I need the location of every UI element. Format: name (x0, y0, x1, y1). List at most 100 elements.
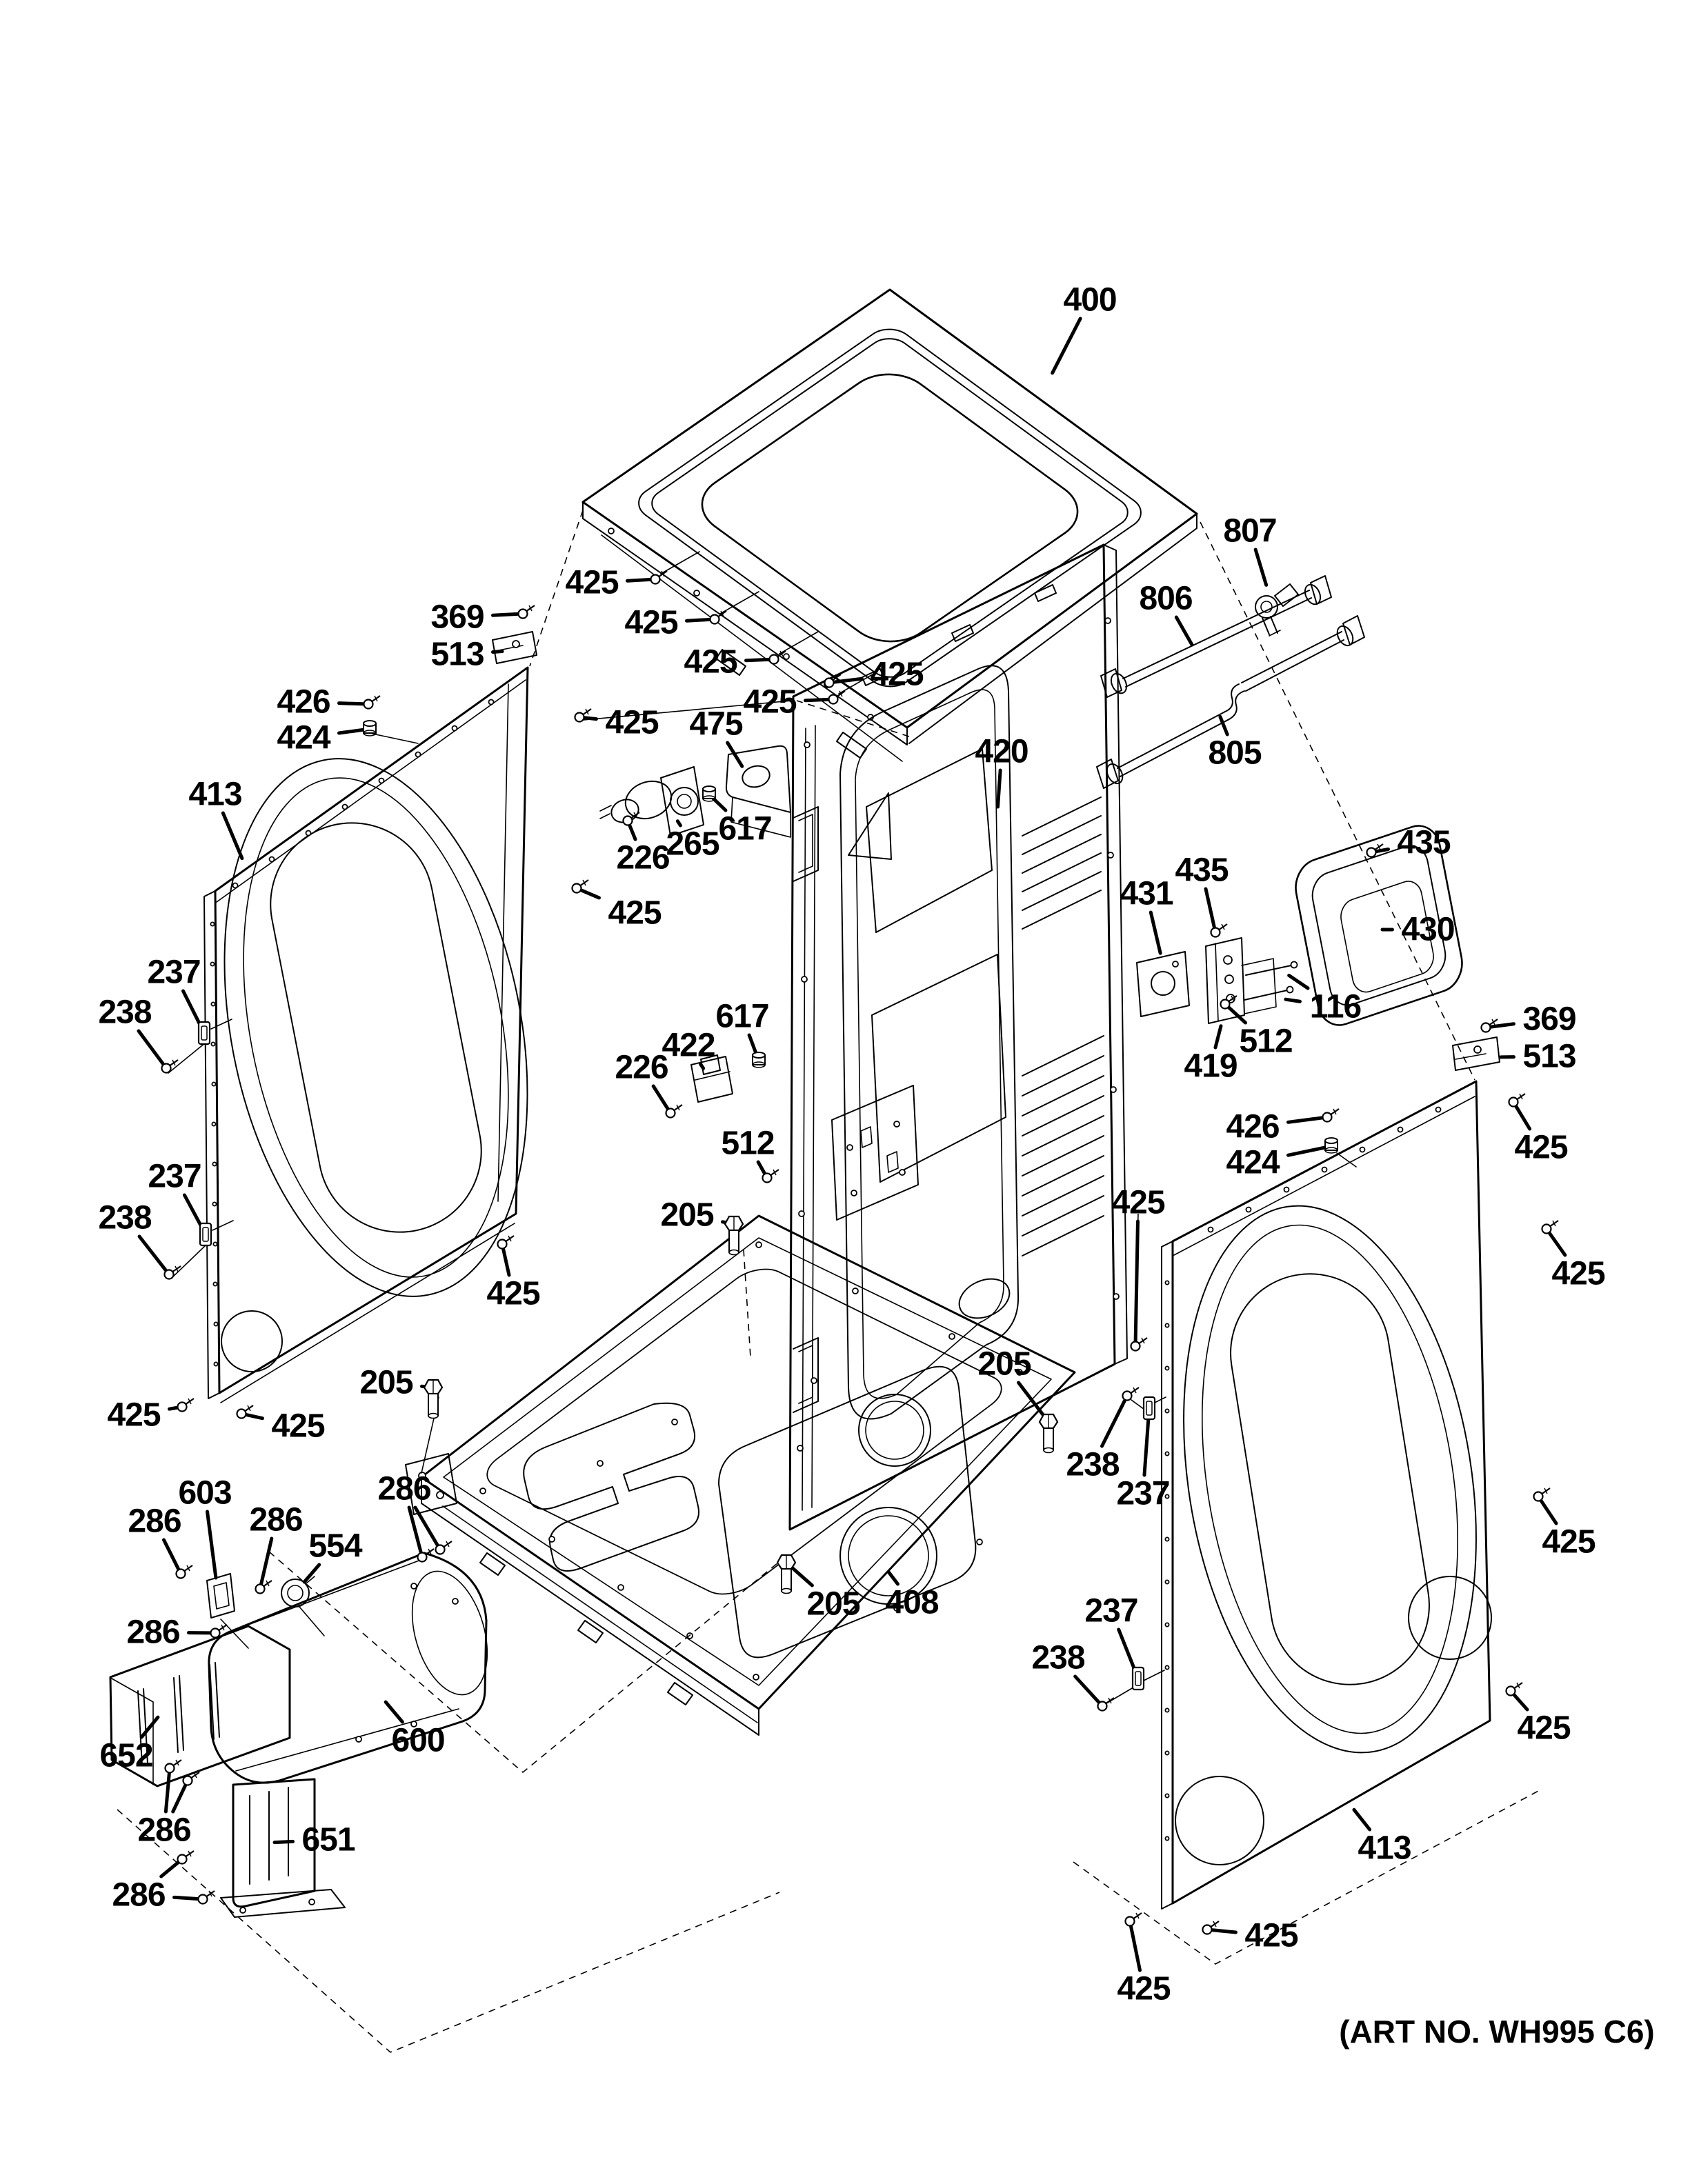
part-number-label: 265 (666, 826, 719, 863)
hose-valve (1255, 583, 1299, 637)
part-number-label: 435 (1175, 852, 1228, 889)
base-panel (406, 1216, 1075, 1735)
part-number-label: 617 (715, 999, 768, 1035)
part-number-label: 369 (1522, 1001, 1575, 1038)
part-number-label: 424 (1226, 1145, 1280, 1181)
part-callout-425: 425 (574, 705, 659, 741)
part-callout-425: 425 (565, 565, 668, 601)
part-callout-603: 603 (178, 1475, 232, 1580)
part-number-label: 205 (806, 1586, 859, 1623)
duct-bracket (220, 1778, 346, 1918)
part-callout-554: 554 (302, 1528, 364, 1584)
right-side-panel (1161, 1080, 1492, 1910)
part-number-label: 425 (1244, 1918, 1298, 1954)
part-number-label: 205 (660, 1197, 713, 1234)
part-number-label: 425 (1117, 1971, 1170, 2007)
terminal-pin (1245, 965, 1292, 976)
part-number-label: 369 (430, 599, 484, 636)
part-callout-807: 807 (1223, 513, 1278, 587)
part-callout-286: 286 (112, 1850, 215, 1914)
part-number-label: 513 (430, 637, 484, 673)
part-callout-424: 424 (1226, 1137, 1338, 1181)
part-number-label: 238 (1031, 1640, 1084, 1676)
hinge-bracket-right (1452, 1036, 1500, 1071)
part-callout-238: 238 (98, 1200, 181, 1280)
part-number-label: 116 (1310, 989, 1361, 1025)
part-callout-513: 513 (430, 637, 504, 673)
motor-bracket (725, 745, 791, 838)
vent-louvers (1022, 797, 1104, 1256)
part-callout-226: 226 (615, 1050, 683, 1119)
part-number-label: 600 (391, 1723, 444, 1759)
part-callout-413: 413 (1352, 1807, 1412, 1867)
part-number-label: 426 (277, 684, 330, 721)
part-callout-420: 420 (975, 734, 1029, 809)
art-number: (ART NO. WH995 C6) (1339, 2014, 1654, 2050)
part-number-label: 205 (977, 1346, 1031, 1383)
part-callout-205: 205 (977, 1346, 1059, 1454)
part-callout-431: 431 (1120, 876, 1174, 955)
latch-slot (715, 649, 746, 676)
part-number-label: 422 (662, 1028, 715, 1064)
part-callout-425: 425 (624, 605, 727, 641)
part-callout-116: 116 (1284, 973, 1362, 1025)
part-number-label: 425 (608, 895, 661, 932)
part-callout-425: 425 (824, 657, 924, 693)
part-number-label: 425 (486, 1276, 539, 1312)
part-number-label: 425 (107, 1397, 160, 1434)
part-callout-513: 513 (1499, 1039, 1577, 1075)
part-number-label: 512 (1239, 1023, 1292, 1060)
part-callout-286: 286 (126, 1614, 228, 1651)
edge-holes (210, 699, 495, 1367)
part-number-label: 238 (98, 1200, 151, 1236)
part-number-label: 425 (1517, 1710, 1570, 1747)
callouts-layer: 4004254254254253695134264244138078068054… (98, 282, 1605, 2007)
part-callout-425: 425 (236, 1405, 326, 1445)
part-number-label: 425 (743, 684, 796, 721)
part-callout-205: 205 (776, 1554, 861, 1623)
part-callout-617: 617 (715, 999, 770, 1068)
part-callout-617: 617 (702, 785, 773, 848)
part-callout-426: 426 (277, 684, 381, 721)
part-callout-286: 286 (249, 1502, 304, 1594)
edge-holes (1164, 1106, 1442, 1841)
motor-pump (599, 766, 704, 836)
part-callout-238: 238 (1066, 1387, 1140, 1483)
part-callout-512: 512 (1220, 995, 1293, 1060)
part-callout-265: 265 (666, 819, 720, 863)
part-number-label: 651 (301, 1822, 355, 1859)
part-number-label: 237 (1084, 1593, 1137, 1630)
part-callout-512: 512 (721, 1125, 779, 1183)
part-callout-237: 237 (1084, 1593, 1145, 1691)
part-callout-425: 425 (1202, 1918, 1299, 1954)
part-callout-425: 425 (1505, 1682, 1571, 1747)
terminal-plate (1136, 951, 1190, 1017)
part-callout-286: 286 (137, 1759, 200, 1849)
part-number-label: 554 (308, 1528, 362, 1565)
part-callout-238: 238 (98, 994, 179, 1074)
part-number-label: 205 (359, 1365, 412, 1401)
part-number-label: 226 (616, 840, 669, 876)
part-callout-369: 369 (1480, 1001, 1577, 1038)
part-callout-430: 430 (1380, 912, 1455, 948)
part-callout-425: 425 (486, 1235, 541, 1312)
part-number-label: 425 (271, 1408, 324, 1445)
part-number-label: 512 (721, 1125, 774, 1162)
part-callout-425: 425 (571, 879, 662, 932)
part-callout-805: 805 (1208, 714, 1262, 772)
part-callout-435: 435 (1175, 852, 1229, 938)
part-callout-238: 238 (1031, 1640, 1115, 1712)
part-number-label: 286 (377, 1471, 430, 1507)
part-callout-419: 419 (1184, 1024, 1238, 1085)
part-number-label: 413 (188, 777, 241, 813)
part-number-label: 806 (1139, 581, 1192, 617)
part-number-label: 400 (1063, 282, 1116, 319)
part-number-label: 238 (1066, 1447, 1119, 1483)
terminal-block (1205, 937, 1298, 1024)
part-number-label: 425 (1514, 1130, 1567, 1166)
part-number-label: 420 (975, 734, 1028, 770)
part-number-label: 237 (147, 954, 200, 991)
part-callout-652: 652 (99, 1715, 160, 1774)
